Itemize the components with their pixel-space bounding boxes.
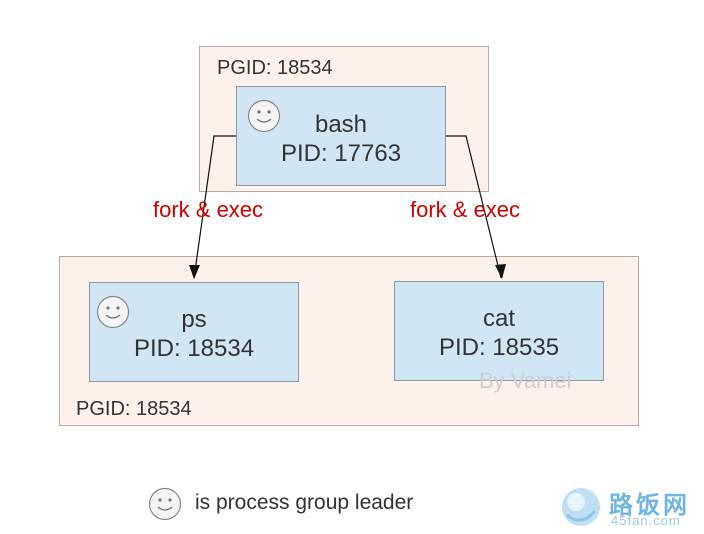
process-bash-name: bash [314,111,368,138]
process-ps-name: ps [181,306,207,333]
process-bash-pid: PID: 17763 [280,140,402,167]
process-ps: ps PID: 18534 [89,282,299,382]
ps-leader-smiley-icon [96,295,130,329]
arrowhead-cat [495,264,506,279]
edge-label-bash-cat: fork & exec [410,197,521,222]
site-logo-icon [562,488,600,526]
process-cat-pid: PID: 18535 [438,334,560,361]
edge-bash-to-ps [193,135,236,279]
arrowhead-ps [189,265,200,279]
site-logo-url: 45fan.com [611,513,681,528]
bash-leader-smiley-icon [247,99,281,133]
edge-label-bash-ps: fork & exec [153,197,264,222]
author-watermark: By Vamei [479,368,572,393]
bottom-group-pgid: PGID: 18534 [76,398,192,420]
legend-smiley-icon [148,487,182,521]
site-logo-text: 路饭网 [609,492,690,519]
process-ps-pid: PID: 18534 [133,335,255,362]
edge-bash-to-cat [446,135,502,279]
top-group-pgid: PGID: 18534 [217,57,333,79]
process-cat-name: cat [482,305,515,332]
legend-text: is process group leader [195,491,414,514]
process-cat: cat PID: 18535 [394,281,604,381]
